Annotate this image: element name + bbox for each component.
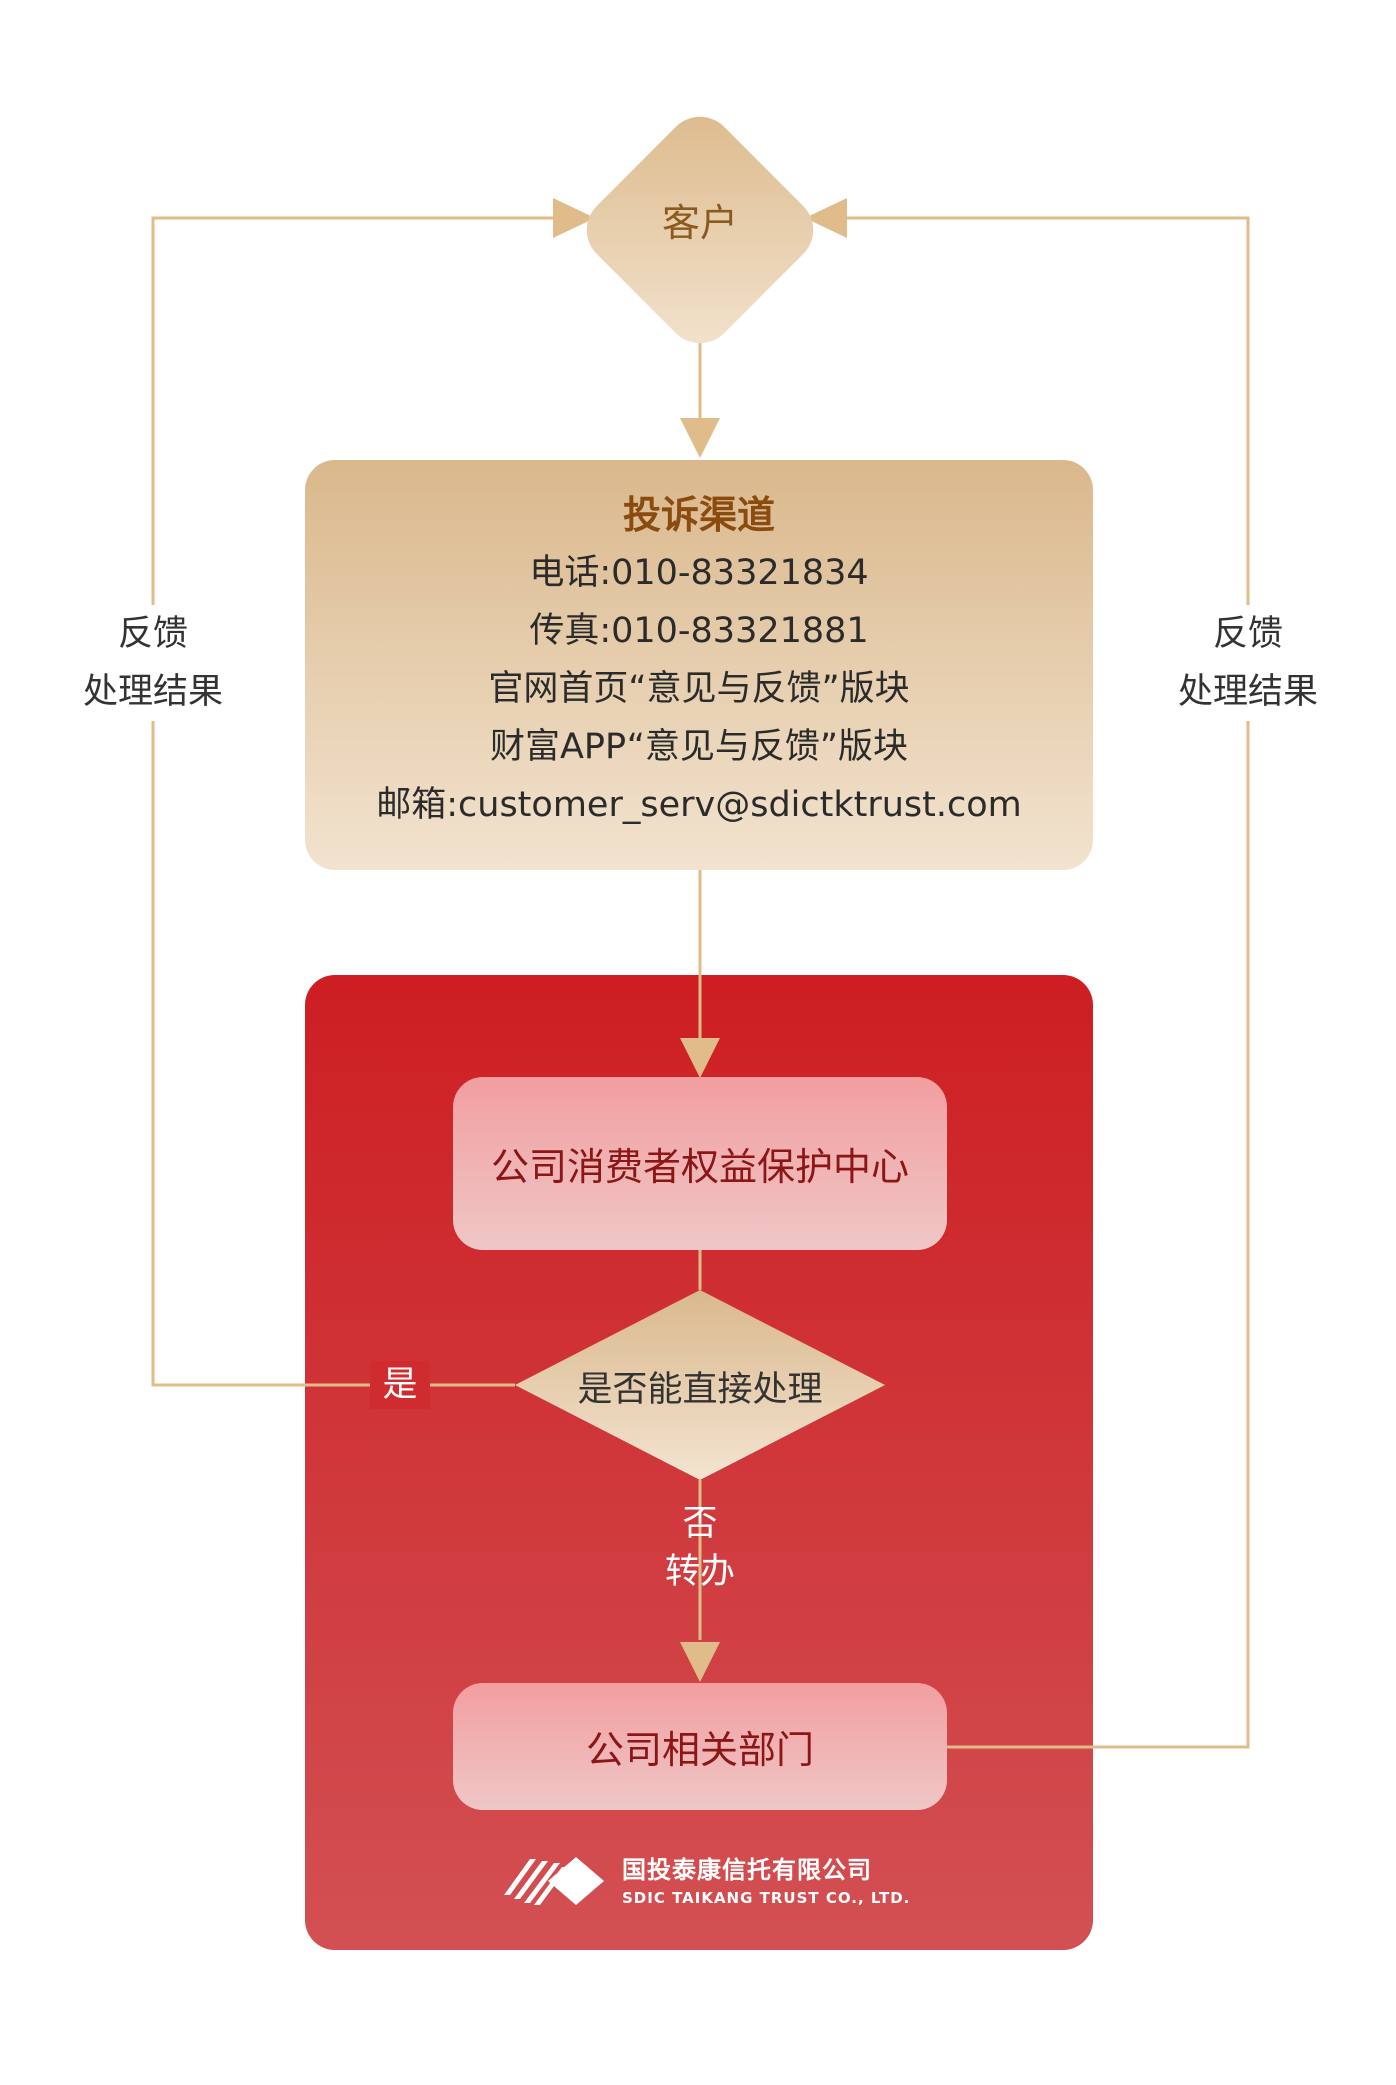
- right-feedback-label: 反馈 处理结果: [1148, 605, 1348, 721]
- left-feedback-line1: 反馈: [117, 614, 188, 654]
- channel-app: 财富APP“意见与反馈”版块: [489, 727, 909, 767]
- related-department-box: 公司相关部门: [453, 1683, 947, 1810]
- arrow-down-to-channel: [680, 418, 720, 458]
- company-logo-mark: [504, 1857, 604, 1905]
- decision-label: 是否能直接处理: [577, 1370, 823, 1410]
- arrow-left-to-customer: [805, 198, 847, 238]
- right-feedback-line2: 处理结果: [1177, 672, 1318, 712]
- channel-title: 投诉渠道: [622, 493, 775, 537]
- department-label: 公司相关部门: [585, 1728, 814, 1772]
- company-name-en: SDIC TAIKANG TRUST CO., LTD.: [622, 1889, 911, 1907]
- transfer-label: 转办: [664, 1552, 735, 1592]
- channel-email: 邮箱:customer_serv@sdictktrust.com: [376, 785, 1022, 825]
- consumer-protection-center-box: 公司消费者权益保护中心: [453, 1077, 947, 1250]
- left-feedback-line2: 处理结果: [82, 672, 223, 712]
- channel-fax: 传真:010-83321881: [529, 611, 869, 651]
- right-feedback-line1: 反馈: [1212, 614, 1283, 654]
- arrow-right-to-customer: [553, 198, 595, 238]
- no-label: 否: [682, 1504, 718, 1544]
- center-label: 公司消费者权益保护中心: [490, 1145, 909, 1189]
- left-feedback-label: 反馈 处理结果: [53, 605, 253, 721]
- complaint-channel-box: [305, 460, 1093, 870]
- channel-phone: 电话:010-83321834: [529, 553, 869, 593]
- channel-website: 官网首页“意见与反馈”版块: [488, 669, 910, 709]
- yes-label: 是: [370, 1361, 430, 1409]
- company-name-cn: 国投泰康信托有限公司: [622, 1856, 872, 1884]
- customer-label: 客户: [661, 201, 738, 245]
